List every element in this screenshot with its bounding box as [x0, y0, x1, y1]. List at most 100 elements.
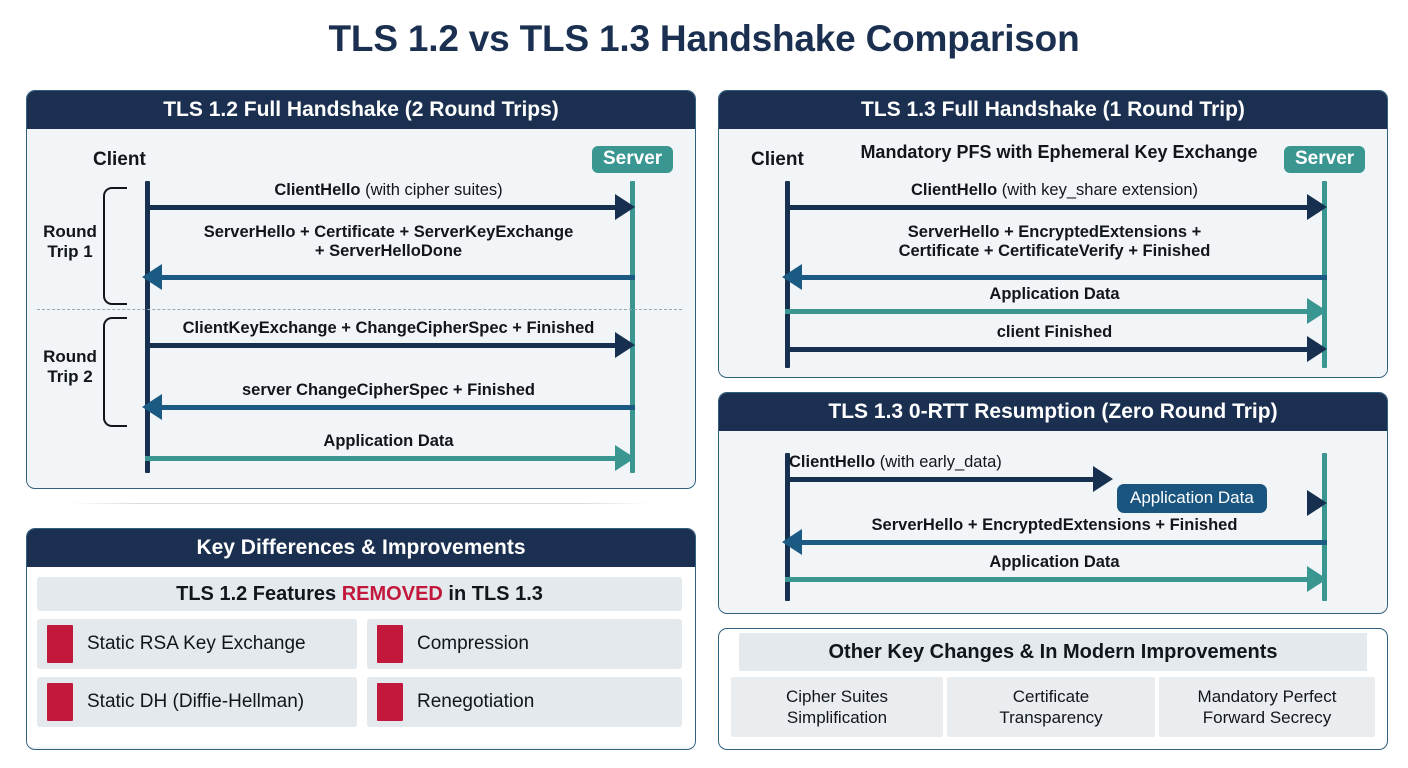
tls13-subtitle: Mandatory PFS with Ephemeral Key Exchang… — [860, 142, 1258, 162]
zero-rtt-arrow-3-shaft — [785, 577, 1309, 582]
tls12-arrow-1-shaft — [145, 205, 617, 210]
t13-msg2-line1: ServerHello + EncryptedExtensions + — [907, 223, 1202, 241]
zero-rtt-arrow-2-head — [782, 529, 802, 555]
tls13-client-label: Client — [751, 149, 804, 170]
rt2-line1: Round — [43, 347, 97, 366]
other-key-change-item[interactable]: Mandatory Perfect Forward Secrecy — [1159, 677, 1375, 737]
panel-tls13-full-handshake: TLS 1.3 Full Handshake (1 Round Trip) Cl… — [718, 90, 1388, 378]
panel-other-key-changes: Other Key Changes & In Modern Improvemen… — [718, 628, 1388, 750]
tls13-arrow-1-shaft — [785, 205, 1309, 210]
t13-msg3-bold: Application Data — [989, 285, 1120, 303]
panel-key-differences: Key Differences & Improvements TLS 1.2 F… — [26, 528, 696, 750]
rt1-line2: Trip 1 — [47, 242, 93, 262]
removed-feature-label: Renegotiation — [417, 691, 535, 712]
removed-marker-icon — [377, 683, 403, 721]
tls13-arrow-3-shaft — [785, 309, 1309, 314]
tls12-arrow-4-shaft — [162, 405, 635, 410]
z-msg1-rest: (with early_data) — [875, 453, 1002, 471]
panel-tls13-zero-rtt: TLS 1.3 0-RTT Resumption (Zero Round Tri… — [718, 392, 1388, 614]
removed-marker-icon — [47, 625, 73, 663]
zero-rtt-arrow-3-head — [1307, 566, 1327, 592]
left-column-divider — [70, 503, 650, 504]
tls12-round-trip-1-label: Round Trip 1 — [35, 222, 105, 262]
banner-after: in TLS 1.3 — [442, 583, 543, 605]
other-key-changes-header: Other Key Changes & In Modern Improvemen… — [739, 633, 1367, 671]
tls13-message-3-label: Application Data — [785, 285, 1324, 304]
panel-tls13-header: TLS 1.3 Full Handshake (1 Round Trip) — [719, 91, 1387, 129]
tls13-message-1-label: ClientHello (with key_share extension) — [785, 181, 1324, 200]
tls12-message-4-label: server ChangeCipherSpec + Finished — [145, 381, 632, 400]
tls12-arrow-2-shaft — [162, 275, 635, 280]
tls12-bracket-round-trip-2 — [103, 317, 127, 427]
key-differences-header: Key Differences & Improvements — [27, 529, 695, 567]
removed-marker-icon — [47, 683, 73, 721]
key-differences-banner: TLS 1.2 Features REMOVED in TLS 1.3 — [37, 577, 682, 611]
tls13-message-4-label: client Finished — [785, 323, 1324, 342]
tls12-server-lifeline — [630, 181, 635, 473]
tls12-message-3-label: ClientKeyExchange + ChangeCipherSpec + F… — [140, 319, 637, 338]
tls12-arrow-2-head — [142, 264, 162, 290]
msg4-bold: server ChangeCipherSpec + Finished — [242, 381, 535, 399]
removed-feature-item[interactable]: Static RSA Key Exchange — [37, 619, 357, 669]
tls12-round-trip-divider — [37, 309, 682, 310]
zero-rtt-arrow-2-shaft — [802, 540, 1327, 545]
z-msg3-bold: Application Data — [989, 553, 1120, 571]
removed-feature-item[interactable]: Static DH (Diffie-Hellman) — [37, 677, 357, 727]
removed-feature-label: Static DH (Diffie-Hellman) — [87, 691, 305, 712]
tls12-message-1-label: ClientHello (with cipher suites) — [145, 181, 632, 200]
tls13-arrow-4-head — [1307, 336, 1327, 362]
removed-feature-item[interactable]: Compression — [367, 619, 682, 669]
banner-before: TLS 1.2 Features — [176, 583, 342, 605]
zero-rtt-message-2-label: ServerHello + EncryptedExtensions + Fini… — [785, 516, 1324, 535]
panel-zero-rtt-header: TLS 1.3 0-RTT Resumption (Zero Round Tri… — [719, 393, 1387, 431]
rt2-line2: Trip 2 — [47, 367, 93, 387]
t13-msg4-bold: client Finished — [996, 323, 1113, 341]
msg2-line2: + ServerHelloDone — [314, 242, 463, 261]
removed-feature-label: Compression — [417, 633, 529, 654]
removed-feature-item[interactable]: Renegotiation — [367, 677, 682, 727]
removed-feature-label: Static RSA Key Exchange — [87, 633, 306, 654]
other-key-change-item[interactable]: Certificate Transparency — [947, 677, 1155, 737]
rt1-line1: Round — [43, 222, 97, 241]
zero-rtt-server-lifeline — [1322, 453, 1327, 601]
okc-2-line2: Forward Secrecy — [1202, 708, 1332, 727]
zero-rtt-client-lifeline — [785, 453, 790, 601]
tls12-message-5-label: Application Data — [145, 432, 632, 451]
tls13-message-2-label: ServerHello + EncryptedExtensions + Cert… — [785, 223, 1324, 262]
panel-tls12-header: TLS 1.2 Full Handshake (2 Round Trips) — [27, 91, 695, 129]
okc-2-line1: Mandatory Perfect — [1197, 686, 1337, 706]
other-key-change-item[interactable]: Cipher Suites Simplification — [731, 677, 943, 737]
tls13-arrow-1-head — [1307, 194, 1327, 220]
zero-rtt-message-3-label: Application Data — [785, 553, 1324, 572]
zero-rtt-chip-arrow-head — [1307, 490, 1327, 516]
okc-0-line1: Cipher Suites — [785, 686, 889, 706]
msg3-bold: ClientKeyExchange + ChangeCipherSpec + F… — [182, 319, 595, 337]
msg1-rest: (with cipher suites) — [360, 181, 503, 199]
z-msg1-bold: ClientHello — [789, 453, 876, 471]
tls12-arrow-3-shaft — [145, 343, 617, 348]
tls12-arrow-1-head — [615, 194, 635, 220]
okc-1-line1: Certificate — [1012, 686, 1090, 706]
zero-rtt-early-application-data-chip[interactable]: Application Data — [1117, 484, 1267, 513]
tls12-client-lifeline — [145, 181, 150, 473]
okc-1-line2: Transparency — [999, 708, 1103, 727]
tls12-arrow-3-head — [615, 332, 635, 358]
t13-msg2-line2: Certificate + CertificateVerify + Finish… — [898, 242, 1211, 261]
zero-rtt-arrow-1-head — [1093, 466, 1113, 492]
zero-rtt-message-1-label: ClientHello (with early_data) — [789, 453, 1109, 472]
tls12-arrow-4-head — [142, 394, 162, 420]
msg5-bold: Application Data — [323, 432, 454, 450]
msg1-bold: ClientHello — [274, 181, 361, 199]
tls12-client-label: Client — [93, 149, 146, 170]
msg2-line1: ServerHello + Certificate + ServerKeyExc… — [203, 223, 574, 241]
tls13-arrow-4-shaft — [785, 347, 1309, 352]
t13-msg1-bold: ClientHello — [910, 181, 998, 199]
tls12-bracket-round-trip-1 — [103, 187, 127, 305]
tls13-arrow-2-shaft — [802, 275, 1327, 280]
page-title: TLS 1.2 vs TLS 1.3 Handshake Comparison — [328, 18, 1080, 59]
removed-marker-icon — [377, 625, 403, 663]
tls13-server-badge: Server — [1284, 146, 1366, 173]
tls13-arrow-3-head — [1307, 298, 1327, 324]
tls13-arrow-2-head — [782, 264, 802, 290]
